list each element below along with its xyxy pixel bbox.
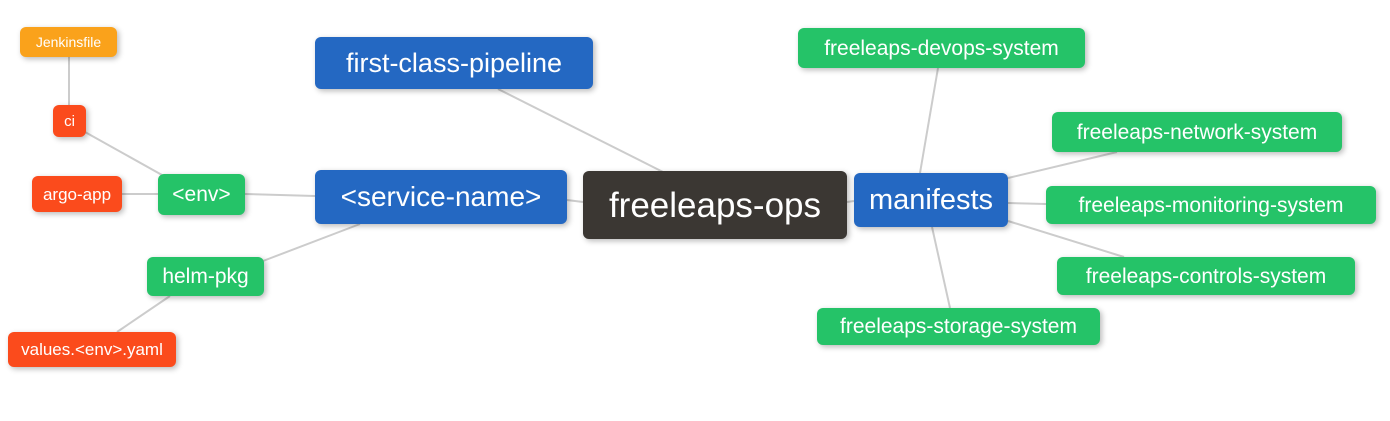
node-freeleaps-ops[interactable]: freeleaps-ops (583, 171, 847, 239)
node-label: freeleaps-ops (608, 185, 822, 225)
node-env[interactable]: <env> (158, 174, 245, 215)
node-freeleaps-network-system[interactable]: freeleaps-network-system (1052, 112, 1342, 152)
node-jenkinsfile[interactable]: Jenkinsfile (20, 27, 117, 57)
node-ci[interactable]: ci (53, 105, 86, 137)
node-label: <service-name> (340, 181, 542, 212)
node-label: first-class-pipeline (345, 47, 563, 78)
node-label: helm-pkg (162, 265, 249, 288)
node-label: freeleaps-storage-system (840, 315, 1077, 338)
node-label: freeleaps-monitoring-system (1078, 193, 1344, 217)
node-manifests[interactable]: manifests (854, 173, 1008, 227)
node-label: values.<env>.yaml (21, 340, 163, 359)
node-values-env-yaml[interactable]: values.<env>.yaml (8, 332, 176, 367)
node-label: freeleaps-devops-system (824, 36, 1059, 60)
node-freeleaps-controls-system[interactable]: freeleaps-controls-system (1057, 257, 1355, 295)
node-label: freeleaps-network-system (1076, 120, 1318, 144)
node-argo-app[interactable]: argo-app (32, 176, 122, 212)
node-first-class-pipeline[interactable]: first-class-pipeline (315, 37, 593, 89)
node-label: Jenkinsfile (35, 34, 102, 50)
node-helm-pkg[interactable]: helm-pkg (147, 257, 264, 296)
node-freeleaps-storage-system[interactable]: freeleaps-storage-system (817, 308, 1100, 345)
node-label: ci (64, 112, 75, 130)
node-label: argo-app (42, 184, 112, 204)
node-service-name[interactable]: <service-name> (315, 170, 567, 224)
node-label: <env> (172, 183, 231, 206)
node-freeleaps-monitoring-system[interactable]: freeleaps-monitoring-system (1046, 186, 1376, 224)
node-freeleaps-devops-system[interactable]: freeleaps-devops-system (798, 28, 1085, 68)
node-label: manifests (868, 183, 994, 216)
node-label: freeleaps-controls-system (1085, 264, 1327, 288)
